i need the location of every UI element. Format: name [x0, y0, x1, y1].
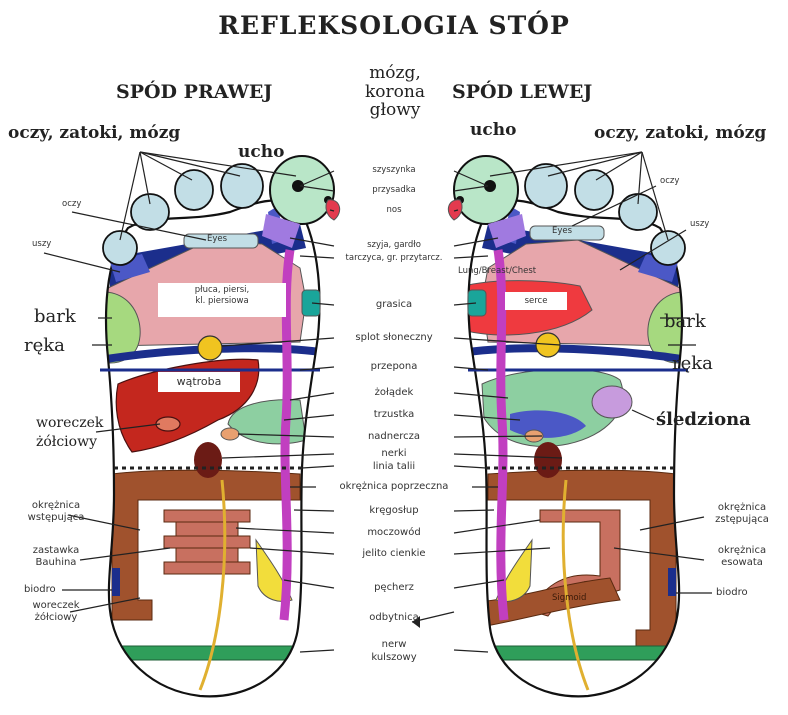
label-thymus: grasica: [334, 299, 454, 311]
label-left-ears: uszy: [690, 220, 709, 230]
label-waist-line: linia talii: [334, 461, 454, 473]
label-solar-plexus: splot słoneczny: [324, 332, 464, 344]
left-foot: [448, 156, 688, 700]
label-right-bauhin-valve: zastawka Bauhina: [22, 545, 90, 568]
right-solar-plexus: [198, 336, 222, 360]
label-left-eyes-band: Eyes: [552, 227, 572, 237]
label-right-eyes-sinus-brain: oczy, zatoki, mózg: [8, 124, 180, 144]
label-ureter: moczowód: [334, 527, 454, 539]
label-right-shoulder: bark: [34, 307, 76, 328]
label-thyroid: tarczyca, gr. przytarcz.: [314, 254, 474, 264]
label-nose: nos: [334, 206, 454, 216]
label-left-spleen: śledziona: [656, 410, 751, 431]
label-sciatic-nerve: nerw kulszowy: [334, 638, 454, 664]
label-left-sigmoid-band: Sigmoid: [552, 594, 586, 604]
label-spine: kręgosłup: [334, 505, 454, 517]
label-left-shoulder: bark: [664, 312, 706, 333]
label-brain-crown: mózg, korona głowy: [330, 64, 460, 120]
label-pancreas: trzustka: [334, 409, 454, 421]
label-left-heart-box: serce: [505, 292, 567, 310]
right-toe-2: [221, 164, 263, 208]
heading-left-foot: SPÓD LEWEJ: [452, 82, 592, 104]
label-right-lungs-box: płuca, piersi, kl. piersiowa: [158, 283, 286, 317]
label-small-intestine: jelito cienkie: [334, 548, 454, 560]
label-rectum: odbytnica: [334, 612, 454, 624]
label-left-descending-colon: okrężnica zstępująca: [704, 502, 780, 525]
left-spine: [498, 250, 504, 620]
label-left-eyes: oczy: [660, 177, 679, 187]
right-hip: [112, 568, 120, 596]
right-toe-4: [131, 194, 169, 230]
label-left-eyes-sinus-brain: oczy, zatoki, mózg: [594, 124, 766, 144]
label-right-arm: ręka: [24, 336, 65, 357]
label-left-sigmoid-colon: okrężnica esowata: [704, 545, 780, 568]
label-right-ascending-colon: okrężnica wstępująca: [22, 500, 90, 523]
label-neck-throat: szyja, gardło: [334, 241, 454, 251]
label-pituitary: przysadka: [334, 186, 454, 196]
label-right-eyes: oczy: [62, 200, 81, 210]
left-spleen: [592, 386, 632, 418]
label-adrenals: nadnercza: [334, 431, 454, 443]
right-sciatic-band: [100, 646, 330, 660]
label-left-hip: biodro: [716, 587, 748, 599]
label-left-ear: ucho: [470, 121, 516, 141]
right-adrenal: [221, 428, 239, 440]
label-transverse-colon: okrężnica poprzeczna: [314, 481, 474, 493]
page-title: REFLEKSOLOGIA STÓP: [194, 12, 594, 41]
label-stomach: żołądek: [334, 387, 454, 399]
label-right-liver-box: wątroba: [158, 372, 240, 392]
heading-right-foot: SPÓD PRAWEJ: [116, 82, 272, 104]
label-left-lung-band: Lung/Breast/Chest: [458, 267, 536, 277]
label-kidneys: nerki: [334, 448, 454, 460]
label-right-hip: biodro: [24, 584, 56, 596]
label-right-gallbladder-2: woreczek żółciowy: [22, 600, 90, 623]
right-toe-5: [103, 231, 137, 265]
label-bladder: pęcherz: [334, 582, 454, 594]
label-left-arm: ręka: [672, 354, 713, 375]
label-right-gallbladder: woreczek żółciowy: [36, 414, 103, 452]
right-small-intestine: [164, 510, 250, 574]
label-right-ear: ucho: [238, 143, 284, 163]
right-toe-3: [175, 170, 213, 210]
label-pineal: szyszynka: [334, 166, 454, 176]
right-kidney: [194, 442, 222, 478]
label-right-eyes-band: Eyes: [207, 235, 227, 245]
label-diaphragm: przepona: [334, 361, 454, 373]
label-right-ears: uszy: [32, 240, 51, 250]
